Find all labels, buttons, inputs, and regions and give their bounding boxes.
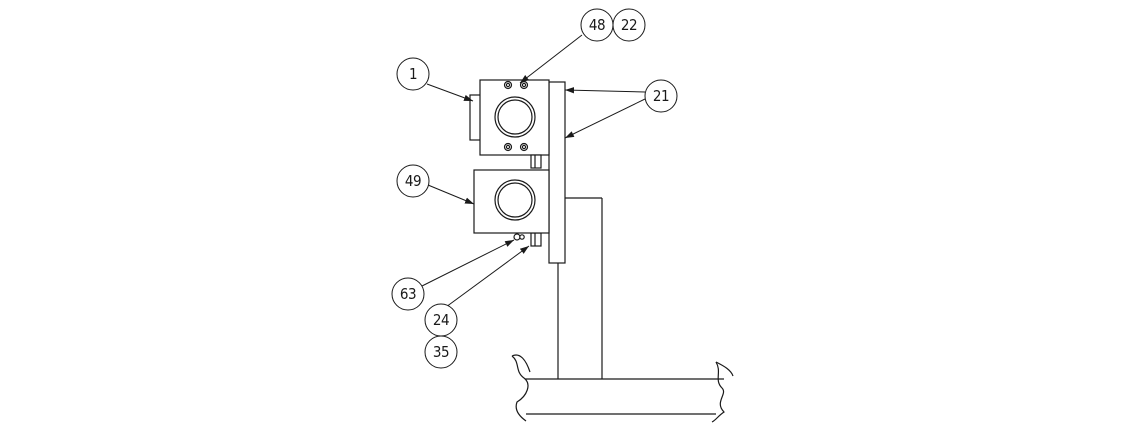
balloon-63: 63: [391, 277, 425, 311]
balloon-21: 21: [644, 79, 678, 113]
balloon-24-label: 24: [433, 311, 449, 329]
mounting-plate: [548, 81, 566, 264]
balloon-48: 48: [580, 8, 614, 42]
balloon-1-label: 1: [409, 65, 417, 83]
balloon-1: 1: [396, 57, 430, 91]
set-screw: [513, 233, 525, 241]
balloon-35-label: 35: [433, 343, 449, 361]
upper-bearing-block: [469, 79, 550, 156]
upper-bolt-heads: [503, 80, 529, 152]
balloon-35: 35: [424, 335, 458, 369]
support-column: [557, 197, 603, 379]
base-block: [511, 354, 734, 423]
leader-lines: [421, 34, 646, 308]
balloon-22-label: 22: [621, 16, 637, 34]
balloon-21-label: 21: [653, 87, 669, 105]
balloon-49: 49: [396, 164, 430, 198]
balloon-63-label: 63: [400, 285, 416, 303]
lower-bearing-block: [473, 169, 550, 241]
balloon-48-label: 48: [589, 16, 605, 34]
balloon-49-label: 49: [405, 172, 421, 190]
balloon-22: 22: [612, 8, 646, 42]
balloon-24: 24: [424, 303, 458, 337]
